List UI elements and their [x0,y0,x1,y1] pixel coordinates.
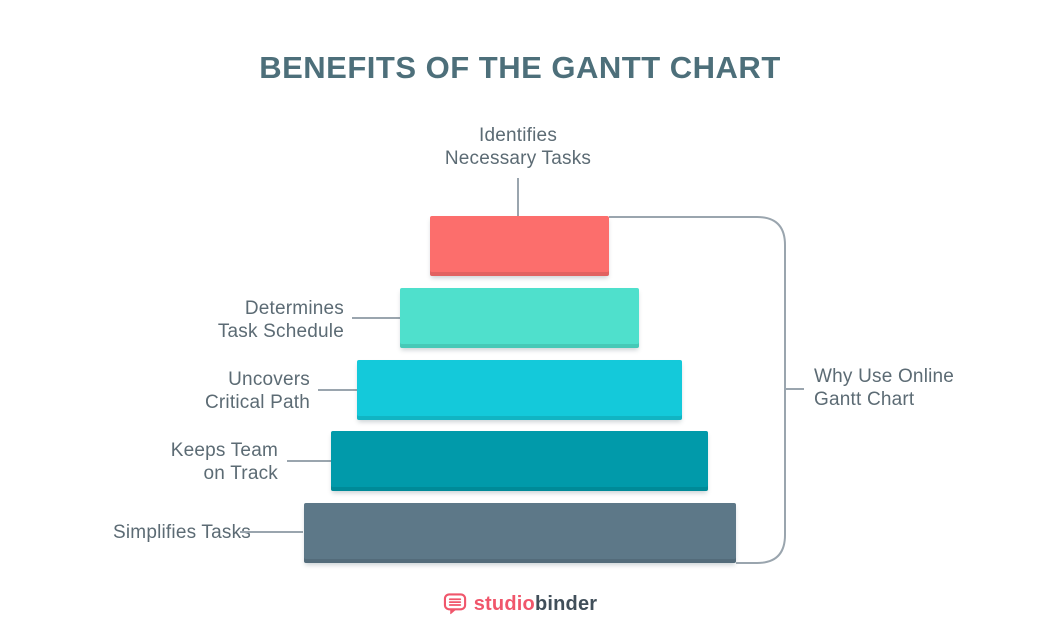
bracket-label-why-use-online-gantt-chart: Why Use Online Gantt Chart [814,365,954,411]
label-line: Necessary Tasks [444,148,592,169]
label-line: Identifies [478,125,558,146]
bar-label-identifies-necessary-tasks: Identifies Necessary Tasks [368,124,668,170]
studiobinder-speech-bubble-icon [443,593,466,615]
label-line: Determines [244,298,344,319]
brand-studio-text: studio [473,592,535,615]
pyramid-bar-identifies-necessary-tasks [430,216,609,276]
pyramid-bar-chart [303,216,736,563]
page-title: BENEFITS OF THE GANTT CHART [259,50,781,85]
connector-line [318,389,357,391]
label-line: Task Schedule [217,321,344,342]
bar-label-simplifies-tasks: Simplifies Tasks [31,521,251,544]
connector-line [240,531,303,533]
pyramid-bar-determines-task-schedule [400,287,639,348]
connector-line [287,460,331,462]
connector-line [352,317,400,319]
pyramid-bar-simplifies-tasks [303,503,736,563]
label-line: on Track [203,463,278,484]
label-line: Critical Path [204,392,310,413]
pyramid-bar-keeps-team-on-track [331,431,708,492]
bar-label-uncovers-critical-path: Uncovers Critical Path [90,368,310,414]
label-line: Gantt Chart [814,389,915,410]
label-line: Why Use Online [814,366,955,387]
brand-wordmark: studiobinder [474,593,598,616]
label-line: Simplifies Tasks [113,522,251,543]
pyramid-bar-uncovers-critical-path [357,359,682,420]
brand-logo: studiobinder [0,592,1040,616]
label-line: Keeps Team [170,440,278,461]
bar-label-keeps-team-on-track: Keeps Team on Track [58,439,278,485]
bar-label-determines-task-schedule: Determines Task Schedule [124,297,344,343]
label-line: Uncovers [228,369,310,390]
connector-line [517,178,519,216]
brand-binder-text: binder [534,592,598,615]
